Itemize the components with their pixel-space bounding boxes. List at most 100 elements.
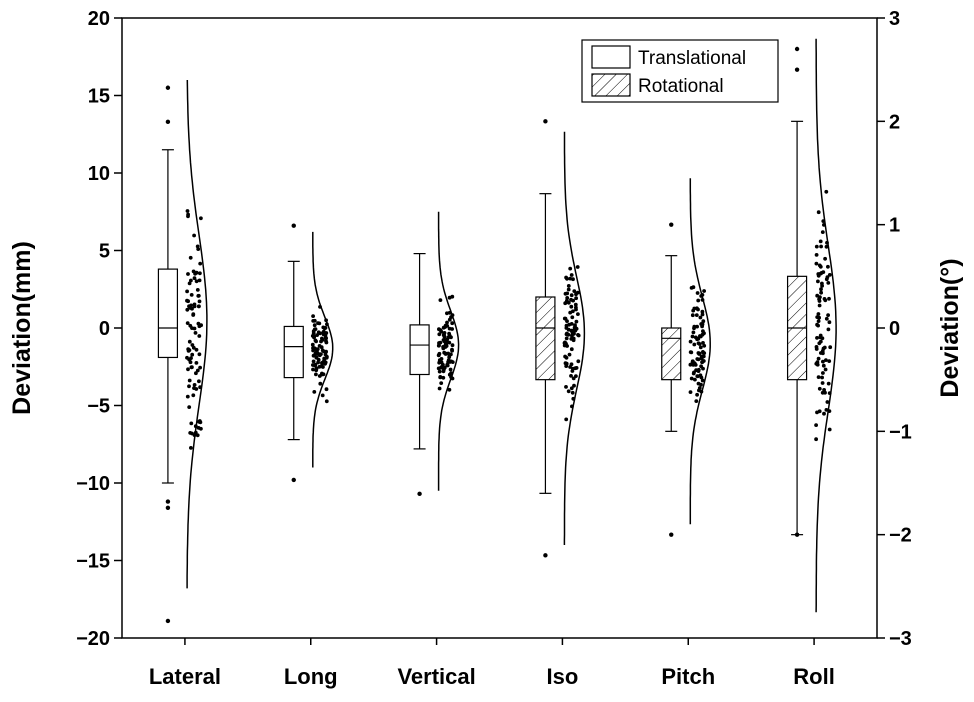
data-point [820, 381, 825, 385]
data-point [317, 374, 322, 378]
data-point [814, 261, 819, 266]
box [157, 268, 179, 359]
data-point [697, 386, 702, 390]
data-point [689, 286, 694, 290]
data-point [567, 352, 572, 357]
data-point [571, 376, 576, 381]
data-point [195, 433, 200, 438]
data-point [819, 271, 824, 275]
data-point [187, 384, 191, 389]
box-group-iso [535, 119, 586, 558]
data-point [321, 330, 326, 335]
data-point [191, 393, 196, 398]
data-point [196, 321, 201, 326]
data-point [824, 408, 829, 412]
data-point [438, 375, 443, 380]
data-point [573, 366, 578, 371]
data-point [827, 296, 831, 301]
data-point [695, 357, 700, 361]
distribution-curve [815, 38, 837, 613]
data-point [570, 369, 575, 373]
data-point [186, 349, 191, 353]
distribution-curve [312, 231, 334, 468]
plot-area [157, 38, 837, 624]
box-group-roll [786, 38, 837, 613]
y-right-tick-label: 1 [889, 215, 900, 237]
data-point [447, 317, 452, 322]
data-point [574, 292, 578, 297]
data-point [198, 420, 203, 425]
data-point [315, 347, 320, 351]
data-point [696, 367, 701, 372]
data-point [563, 340, 567, 345]
data-point [817, 303, 822, 308]
data-point [320, 348, 325, 353]
box [535, 296, 556, 381]
data-point [688, 339, 693, 344]
data-point [572, 383, 576, 388]
y-right-tick-label: −2 [889, 525, 912, 547]
data-point [319, 339, 323, 344]
data-point [192, 386, 196, 390]
category-label: Vertical [397, 664, 475, 689]
data-point [694, 313, 699, 317]
data-point [447, 295, 452, 300]
legend-label: Rotational [638, 76, 724, 97]
y-right-tick-label: 2 [889, 111, 900, 133]
data-point [443, 338, 448, 343]
data-point [698, 345, 703, 350]
data-point [194, 279, 199, 284]
data-point [568, 365, 572, 369]
data-point [816, 356, 821, 361]
data-point [826, 264, 830, 269]
data-point [194, 361, 199, 365]
data-point [815, 315, 820, 319]
data-point [821, 359, 825, 364]
data-point [817, 299, 822, 303]
outlier-point [543, 553, 548, 558]
data-point [198, 365, 203, 370]
data-point [695, 392, 699, 397]
box [283, 325, 304, 379]
data-point [194, 371, 198, 376]
data-point [313, 327, 318, 331]
data-point [825, 400, 830, 404]
data-point [439, 381, 444, 385]
data-point [816, 312, 821, 316]
data-point [192, 383, 197, 387]
outlier-point [669, 532, 674, 537]
data-point [691, 371, 696, 376]
data-point [312, 323, 317, 328]
box-group-pitch [661, 178, 711, 537]
data-point [324, 340, 329, 345]
data-point [189, 421, 194, 426]
data-point [188, 255, 193, 260]
data-point [441, 375, 446, 380]
box [661, 327, 682, 381]
data-point [818, 295, 822, 299]
data-point [563, 301, 568, 306]
data-point [311, 314, 315, 318]
data-point [191, 269, 196, 274]
data-point [695, 291, 700, 295]
data-point [311, 359, 316, 364]
outlier-point [669, 222, 674, 227]
outlier-point [543, 119, 548, 124]
data-point [689, 376, 694, 381]
data-point [185, 394, 190, 399]
data-point [438, 365, 443, 370]
data-point [815, 410, 819, 415]
data-point [701, 359, 706, 363]
data-point [576, 359, 581, 364]
data-point [698, 334, 703, 339]
data-point [442, 350, 447, 355]
data-point [568, 310, 573, 315]
data-point [563, 316, 568, 321]
y-right-tick-label: 0 [889, 318, 900, 340]
data-point [688, 350, 693, 354]
data-point [568, 276, 573, 281]
data-point [191, 313, 196, 317]
data-point [569, 273, 574, 277]
data-point [825, 275, 830, 280]
y-left-axis-title: Deviation(mm) [8, 241, 36, 415]
